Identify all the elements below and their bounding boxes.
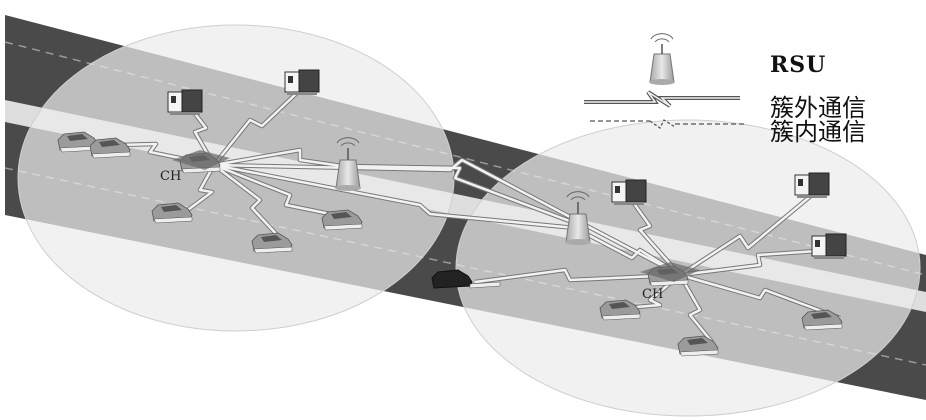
ch-label-left: CH [160, 169, 181, 184]
truck [285, 70, 319, 95]
legend [584, 34, 745, 128]
cluster-range-left [18, 25, 454, 331]
rsu-legend-icon [649, 34, 675, 85]
inter-cluster-legend-icon [584, 92, 740, 106]
truck [812, 234, 846, 259]
truck [612, 180, 646, 205]
intra-cluster-legend-label: 簇内通信 [770, 112, 866, 147]
truck [168, 90, 202, 115]
rsu-legend-label: RSU [770, 52, 826, 78]
ch-label-right: CH [642, 287, 663, 302]
truck [795, 173, 829, 198]
